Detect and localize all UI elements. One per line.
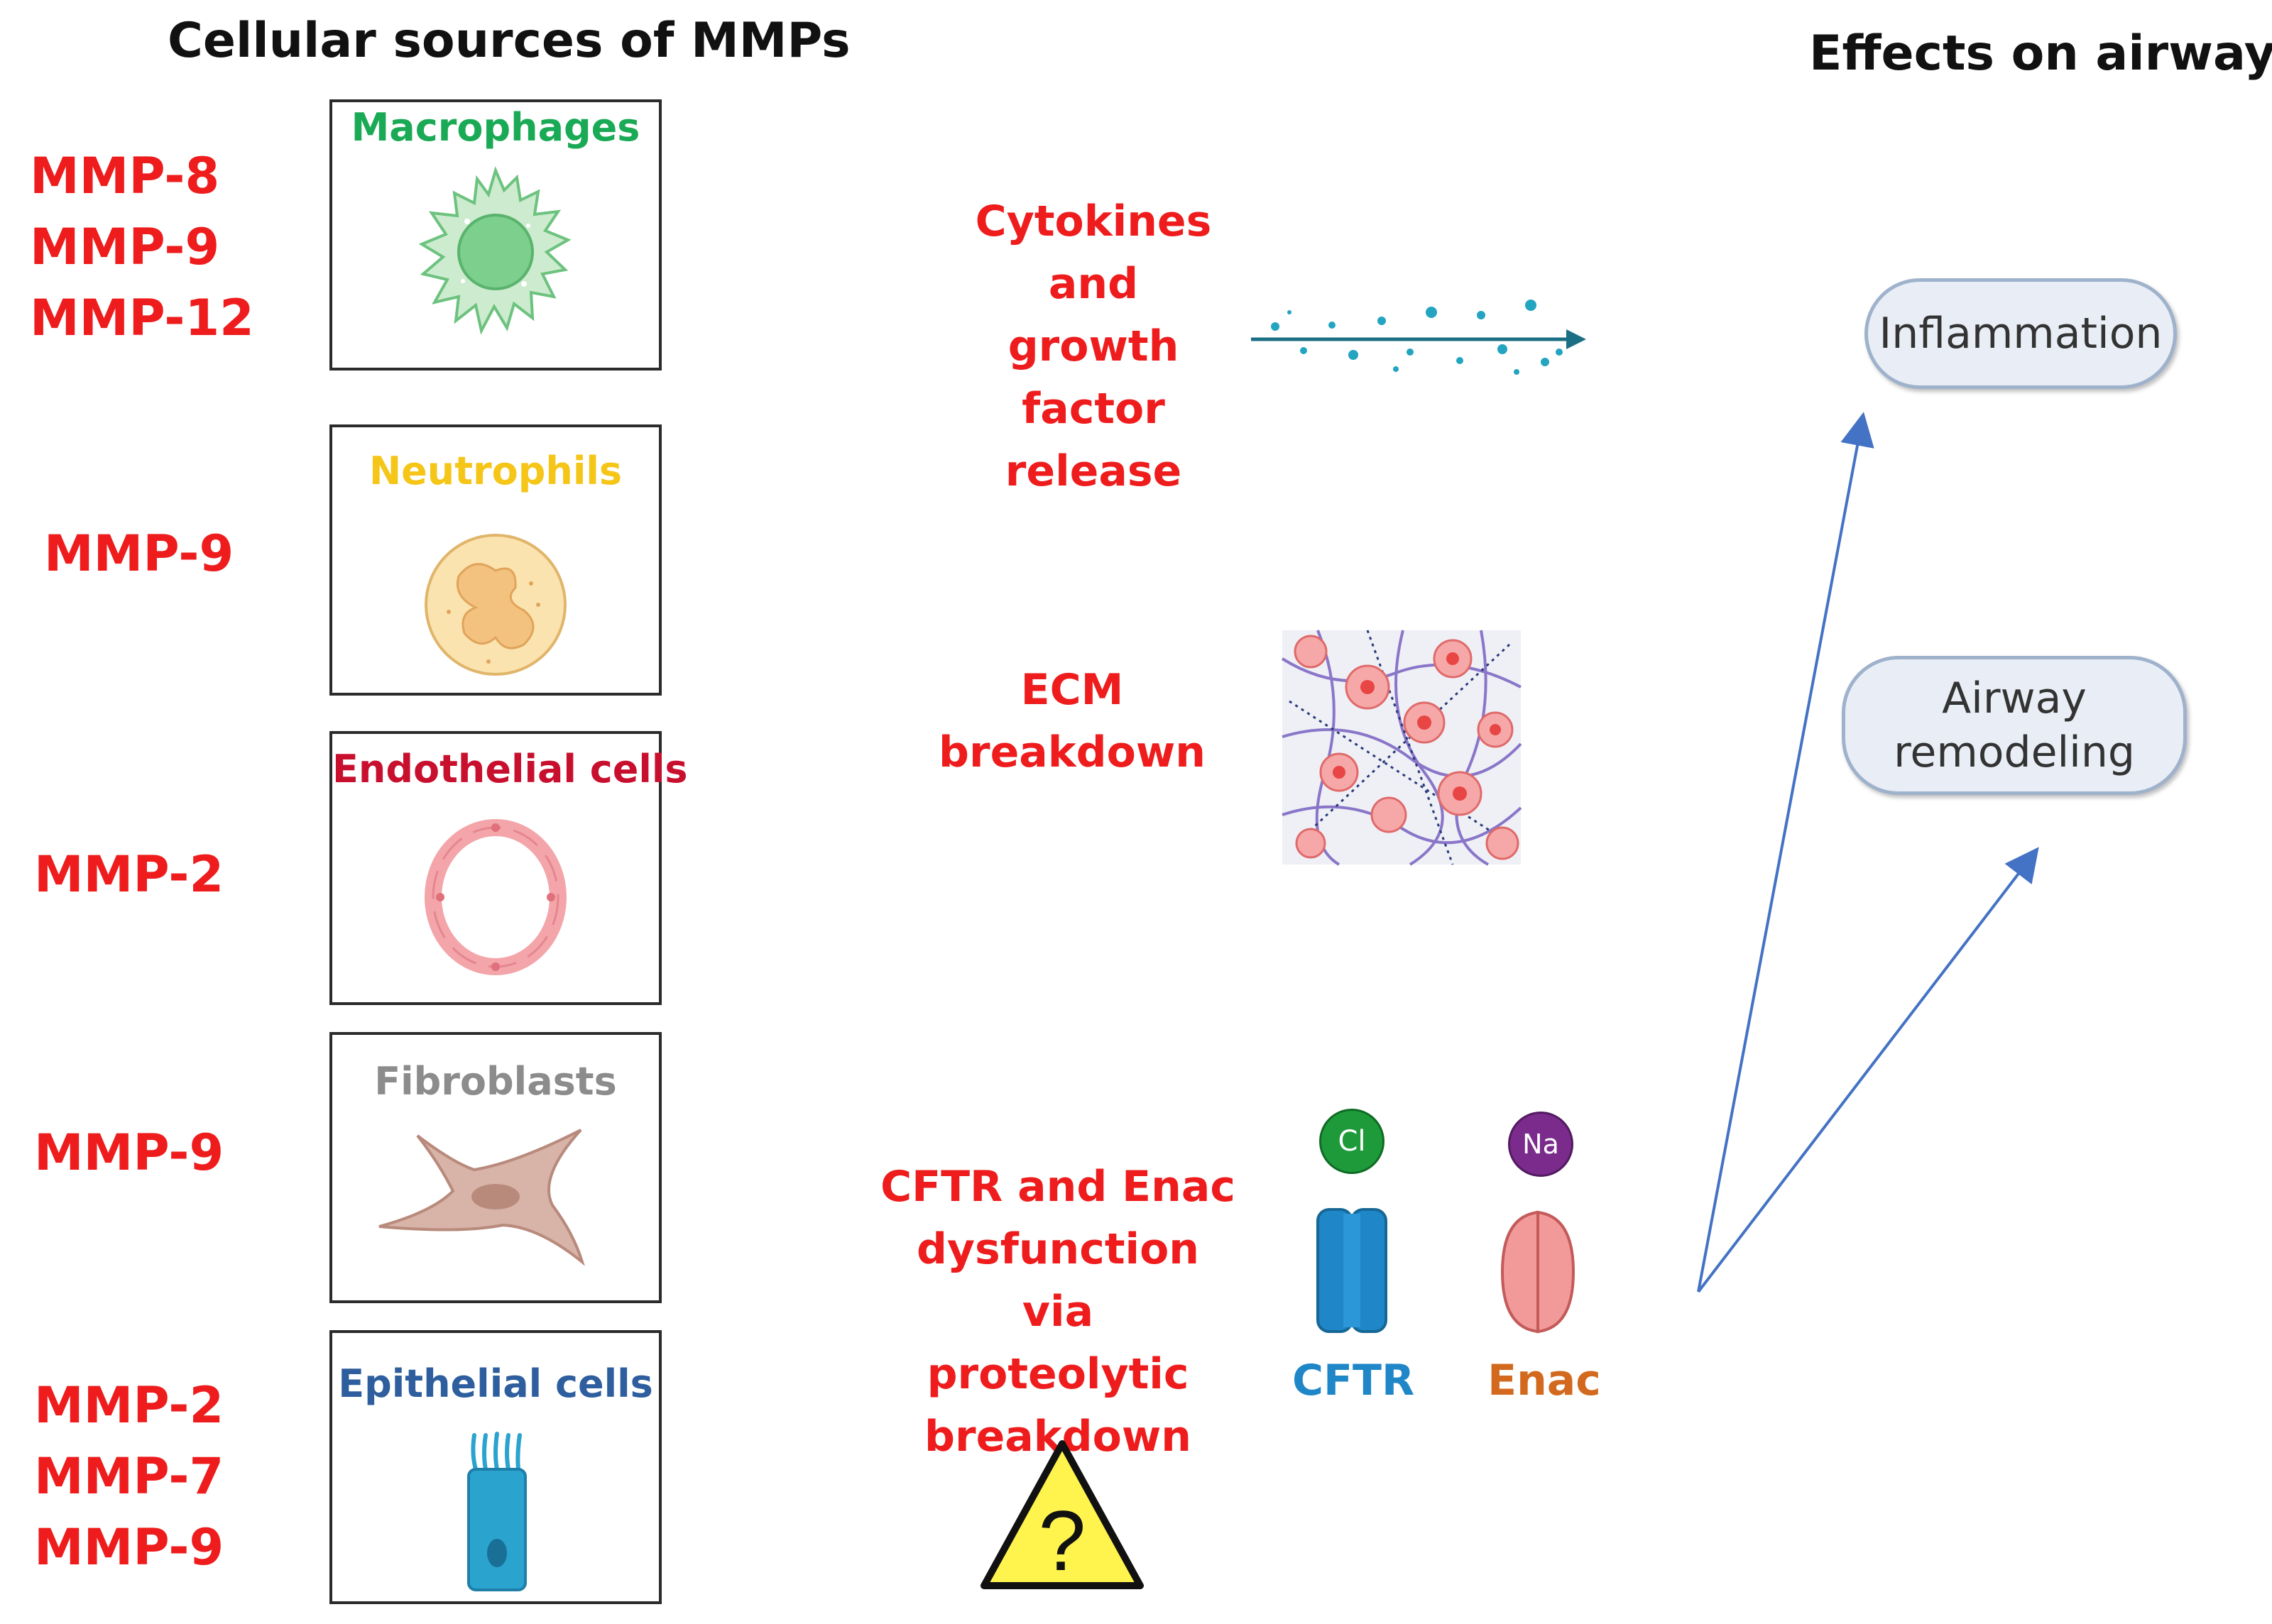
endothelial-icon: [425, 819, 567, 975]
mmp-label: MMP-8: [30, 147, 220, 205]
fibroblast-label: Fibroblasts: [374, 1059, 617, 1104]
cytokine-line: and: [1048, 259, 1139, 309]
mmp-label: MMP-9: [30, 218, 220, 276]
cftr-text: CFTR and Enac dysfunction via proteolyti…: [880, 1156, 1235, 1468]
cytokine-line: release: [1005, 446, 1182, 496]
cytokine-line: factor: [1022, 384, 1165, 434]
fibroblast-icon: [378, 1129, 585, 1266]
cftr-line: CFTR and Enac: [880, 1162, 1235, 1212]
mmp-group-epithelial: MMP-2 MMP-7 MMP-9: [34, 1370, 224, 1583]
mmp-label: MMP-9: [34, 1518, 224, 1576]
mmp-group-fibroblasts: MMP-9: [34, 1117, 224, 1188]
inflammation-label: Inflammation: [1879, 309, 2163, 358]
mmp-label: MMP-2: [34, 845, 224, 904]
ecm-line: breakdown: [939, 728, 1206, 777]
neutrophil-label: Neutrophils: [368, 449, 623, 493]
cftr-channel-icon: [1316, 1208, 1387, 1333]
remodeling-line: Airway: [1942, 674, 2087, 723]
mmp-label: MMP-2: [34, 1376, 224, 1434]
cftr-line: dysfunction via: [916, 1224, 1200, 1337]
ecm-text: ECM breakdown: [930, 659, 1214, 784]
mmp-group-neutrophils: MMP-9: [44, 518, 234, 589]
cytokine-release-arrow-icon: [1251, 300, 1586, 375]
svg-text:?: ?: [1039, 1493, 1086, 1589]
cftr-label: CFTR: [1292, 1356, 1415, 1405]
macrophage-label: Macrophages: [351, 105, 640, 150]
endothelial-label: Endothelial cells: [332, 747, 688, 791]
enac-channel-icon: [1500, 1210, 1575, 1334]
arrow-to-remodeling: [1697, 847, 2039, 1293]
inflammation-pill: Inflammation: [1864, 278, 2177, 389]
enac-label: Enac: [1487, 1356, 1601, 1405]
endothelial-box: Endothelial cells: [329, 731, 688, 1005]
macrophage-icon: [418, 166, 572, 335]
macrophage-box: Macrophages: [329, 99, 662, 371]
airway-remodeling-pill: Airway remodeling: [1842, 656, 2187, 795]
mmp-label: MMP-9: [44, 525, 234, 583]
neutrophil-box: Neutrophils: [329, 424, 662, 696]
left-header: Cellular sources of MMPs: [168, 13, 851, 69]
ecm-matrix-icon: [1281, 630, 1522, 866]
remodeling-line: remodeling: [1894, 728, 2135, 777]
mmp-label: MMP-12: [30, 289, 254, 347]
right-header: Effects on airways: [1809, 26, 2272, 82]
mmp-label: MMP-7: [34, 1447, 224, 1505]
mmp-group-endothelial: MMP-2: [34, 839, 224, 910]
cytokine-text: Cytokines and growth factor release: [951, 190, 1235, 503]
epithelial-icon: [467, 1432, 527, 1591]
sodium-ion-icon: Na: [1508, 1112, 1573, 1177]
epithelial-label: Epithelial cells: [338, 1361, 653, 1406]
question-warning-icon: ?: [981, 1440, 1144, 1589]
ecm-line: ECM: [1020, 665, 1124, 715]
neutrophil-icon: [425, 534, 567, 676]
chloride-ion-icon: Cl: [1319, 1109, 1384, 1174]
mmp-group-macrophages: MMP-8 MMP-9 MMP-12: [30, 141, 254, 353]
epithelial-box: Epithelial cells: [329, 1330, 662, 1604]
arrow-to-inflammation: [1697, 412, 1874, 1293]
cytokine-line: Cytokines: [975, 197, 1212, 246]
cytokine-line: growth: [1007, 322, 1179, 371]
cftr-line: proteolytic: [927, 1349, 1189, 1399]
fibroblast-box: Fibroblasts: [329, 1032, 662, 1303]
mmp-label: MMP-9: [34, 1124, 224, 1182]
